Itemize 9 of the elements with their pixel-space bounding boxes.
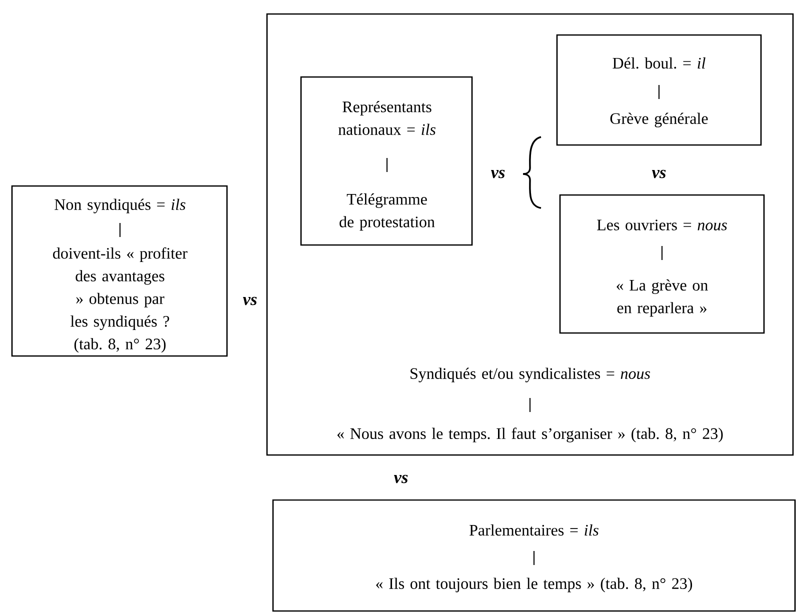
- text-box: Représentants nationaux = ils Télégramme de protestation: [300, 76, 473, 246]
- vs-label: vs: [242, 296, 257, 306]
- text-box: Parlementaires = ils « Ils ont toujours bien le temps » (tab. 8, n° 23): [272, 499, 796, 612]
- vs-label: vs: [652, 170, 666, 178]
- text-box: Dél. boul. = il Grève générale: [556, 34, 762, 146]
- vs-label: vs: [394, 474, 408, 484]
- text-box: Non syndiqués = ils doivent-ils « profiter des avantages » obtenus par les syndiqués ? (tab. 8, n° 23): [11, 185, 228, 357]
- text-box: Les ouvriers = nous « La grève on en reparlera »: [559, 194, 765, 334]
- vs-label: vs: [490, 170, 505, 178]
